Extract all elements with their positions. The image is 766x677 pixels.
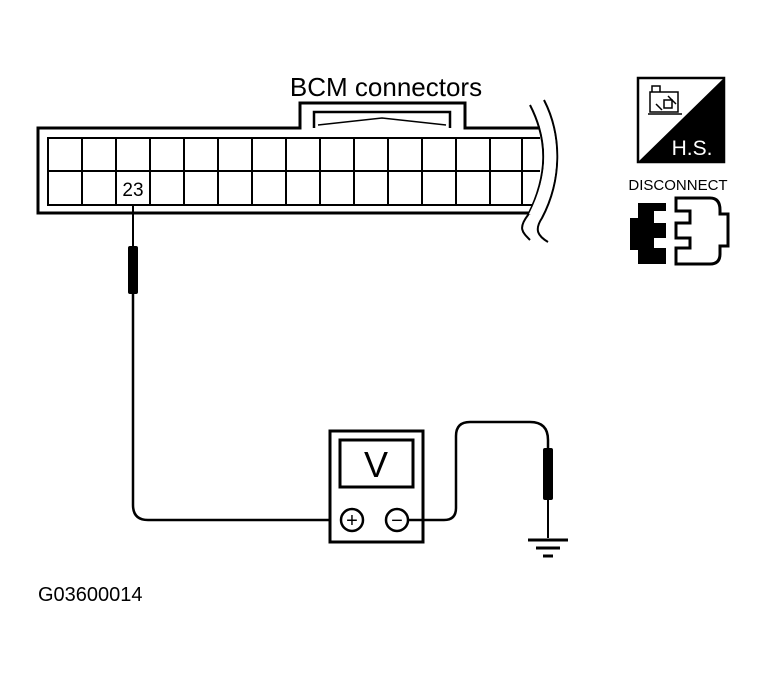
negative-lead-wire — [408, 420, 550, 522]
plus-terminal — [339, 507, 365, 533]
connector-latch — [312, 110, 452, 128]
hs-label: H.S. — [672, 137, 713, 160]
bcm-connector: BCM connectors 23 — [36, 72, 559, 243]
meter-display — [338, 438, 415, 489]
disconnect-connector-icon — [630, 196, 730, 266]
disconnect-label: DISCONNECT — [628, 177, 727, 194]
voltmeter: V + − — [328, 429, 425, 544]
break-marks — [521, 99, 559, 243]
negative-probe — [543, 448, 553, 538]
ground-symbol — [528, 538, 568, 558]
disconnect-badge: DISCONNECT — [628, 177, 730, 266]
figure-id: G03600014 — [38, 584, 143, 606]
hs-badge: H.S. — [636, 76, 726, 164]
hand-tool-icon — [648, 85, 682, 115]
connector-title: BCM connectors — [290, 72, 482, 102]
meter-reading: V — [364, 444, 388, 485]
minus-symbol: − — [391, 510, 403, 532]
positive-probe — [128, 205, 138, 505]
plus-symbol: + — [346, 510, 358, 532]
terminal-grid — [81, 138, 523, 205]
pin-label: 23 — [122, 180, 143, 201]
positive-lead-wire — [131, 504, 338, 522]
